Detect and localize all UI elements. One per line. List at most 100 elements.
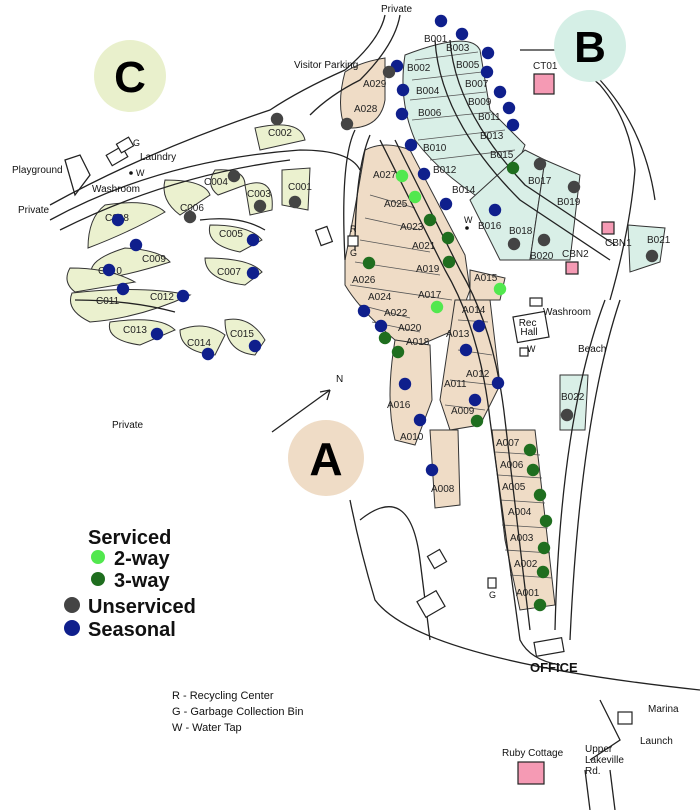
campsite-a021[interactable]: A021 <box>412 231 455 252</box>
campsite-a015[interactable]: A015 <box>474 273 507 296</box>
site-status-dot[interactable] <box>506 161 520 175</box>
campsite-b014[interactable]: B014 <box>439 185 476 211</box>
site-status-dot[interactable] <box>480 65 494 79</box>
site-status-dot[interactable] <box>536 565 550 579</box>
site-status-dot[interactable] <box>493 282 507 296</box>
site-status-dot[interactable] <box>423 213 437 227</box>
site-status-dot[interactable] <box>116 282 130 296</box>
site-status-dot[interactable] <box>417 167 431 181</box>
site-status-dot[interactable] <box>374 319 388 333</box>
campsite-c005[interactable]: C005 <box>219 229 260 247</box>
campsite-b005[interactable]: B005 <box>456 46 495 71</box>
campsite-a009[interactable]: A009 <box>451 406 484 428</box>
site-status-dot[interactable] <box>455 27 469 41</box>
site-status-dot[interactable] <box>391 345 405 359</box>
site-status-dot[interactable] <box>246 233 260 247</box>
campsite-c015[interactable]: C015 <box>230 329 262 353</box>
campsite-b020[interactable]: B020 <box>530 233 554 262</box>
campsite-a006[interactable]: A006 <box>500 460 540 477</box>
site-status-dot[interactable] <box>493 85 507 99</box>
campsite-b010[interactable]: B010 <box>404 138 447 154</box>
site-status-dot[interactable] <box>413 413 427 427</box>
campsite-a026[interactable]: A026 <box>352 256 376 286</box>
campsite-a013[interactable]: A013 <box>446 329 473 357</box>
site-status-dot[interactable] <box>398 377 412 391</box>
campsite-c003[interactable]: C003 <box>247 189 271 213</box>
campsite-c012[interactable]: C012 <box>150 289 190 303</box>
site-status-dot[interactable] <box>502 101 516 115</box>
campsite-c014[interactable]: C014 <box>187 338 215 361</box>
campsite-c002[interactable]: C002 <box>268 112 292 139</box>
campsite-b015[interactable]: B015 <box>490 150 520 175</box>
campsite-c011[interactable]: C011 <box>96 282 130 307</box>
site-status-dot[interactable] <box>481 46 495 60</box>
site-status-dot[interactable] <box>246 266 260 280</box>
campsite-b001[interactable]: B001 <box>424 14 448 45</box>
campsite-b009[interactable]: B009 <box>468 85 507 108</box>
site-status-dot[interactable] <box>533 598 547 612</box>
site-status-dot[interactable] <box>533 157 547 171</box>
campsite-a022[interactable]: A022 <box>374 308 408 333</box>
site-status-dot[interactable] <box>442 255 456 269</box>
site-status-dot[interactable] <box>439 197 453 211</box>
campsite-a010[interactable]: A010 <box>400 413 427 443</box>
site-status-dot[interactable] <box>102 263 116 277</box>
campsite-a008[interactable]: A008 <box>425 463 455 495</box>
site-status-dot[interactable] <box>526 463 540 477</box>
campsite-a019[interactable]: A019 <box>416 255 456 275</box>
site-status-dot[interactable] <box>395 107 409 121</box>
site-status-dot[interactable] <box>248 339 262 353</box>
site-status-dot[interactable] <box>488 203 502 217</box>
campsite-b011[interactable]: B011 <box>478 101 516 123</box>
ruby-cottage-icon[interactable] <box>517 761 545 785</box>
campsite-b021[interactable]: B021 <box>645 235 671 263</box>
campsite-b004[interactable]: B004 <box>396 83 440 97</box>
site-status-dot[interactable] <box>537 233 551 247</box>
site-status-dot[interactable] <box>357 304 371 318</box>
campsite-b019[interactable]: B019 <box>557 180 581 208</box>
campsite-a028[interactable]: A028 <box>340 104 378 131</box>
campsite-b012[interactable]: B012 <box>417 165 457 181</box>
site-status-dot[interactable] <box>362 256 376 270</box>
site-status-dot[interactable] <box>408 190 422 204</box>
campsite-c007[interactable]: C007 <box>217 266 260 280</box>
site-status-dot[interactable] <box>645 249 659 263</box>
campsite-b006[interactable]: B006 <box>395 107 442 121</box>
campsite-a020[interactable]: A020 <box>378 323 422 345</box>
campsite-a007[interactable]: A007 <box>496 438 537 457</box>
campsite-c010[interactable]: C010 <box>98 263 122 277</box>
site-status-dot[interactable] <box>472 319 486 333</box>
site-status-dot[interactable] <box>470 414 484 428</box>
site-status-dot[interactable] <box>506 118 520 132</box>
campsite-b016[interactable]: B016 <box>478 203 502 232</box>
site-status-dot[interactable] <box>468 393 482 407</box>
site-status-dot[interactable] <box>227 169 241 183</box>
campsite-a002[interactable]: A002 <box>514 559 550 579</box>
site-status-dot[interactable] <box>523 443 537 457</box>
site-status-dot[interactable] <box>434 14 448 28</box>
site-status-dot[interactable] <box>567 180 581 194</box>
campsite-a014[interactable]: A014 <box>462 305 486 333</box>
campsite-b003[interactable]: B003 <box>446 27 470 54</box>
campsite-a025[interactable]: A025 <box>384 190 422 210</box>
cabin-cbn1[interactable] <box>601 221 615 235</box>
site-status-dot[interactable] <box>404 138 418 152</box>
campsite-a005[interactable]: A005 <box>502 482 547 502</box>
site-status-dot[interactable] <box>539 514 553 528</box>
site-status-dot[interactable] <box>396 83 410 97</box>
cabin-cbn2[interactable] <box>565 261 579 275</box>
campsite-a017[interactable]: A017 <box>418 290 444 314</box>
campsite-c001[interactable]: C001 <box>288 182 312 209</box>
site-status-dot[interactable] <box>507 237 521 251</box>
site-status-dot[interactable] <box>441 231 455 245</box>
campsite-b018[interactable]: B018 <box>507 226 533 251</box>
site-status-dot[interactable] <box>201 347 215 361</box>
site-status-dot[interactable] <box>533 488 547 502</box>
campsite-c004[interactable]: C004 <box>204 169 241 188</box>
site-status-dot[interactable] <box>150 327 164 341</box>
site-status-dot[interactable] <box>288 195 302 209</box>
campsite-a004[interactable]: A004 <box>508 507 553 528</box>
site-status-dot[interactable] <box>253 199 267 213</box>
site-status-dot[interactable] <box>459 343 473 357</box>
site-status-dot[interactable] <box>491 376 505 390</box>
